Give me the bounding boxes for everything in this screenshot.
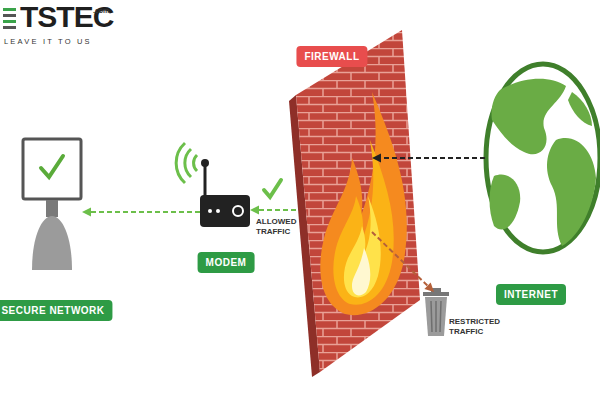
- modem-icon: [176, 143, 250, 227]
- dashed-connector: [250, 206, 296, 215]
- modem-antenna: [204, 166, 207, 196]
- node-label-pill: SECURE NETWORK: [0, 300, 113, 321]
- wifi-arc: [185, 149, 191, 177]
- logo-domain: .com: [93, 7, 109, 14]
- logo-bar: [3, 8, 16, 11]
- trash-body: [425, 297, 447, 336]
- fire-icon: [320, 92, 407, 315]
- trash-rib: [431, 301, 432, 332]
- network-node: MODEM: [200, 195, 250, 227]
- flame-inner: [344, 196, 381, 297]
- logo-mark: [3, 8, 16, 29]
- arrow-head: [82, 208, 91, 217]
- dashed-connector: [82, 208, 200, 217]
- monitor-base: [32, 216, 72, 270]
- logo-bar: [3, 26, 16, 29]
- monitor-screen: [23, 139, 81, 199]
- antenna-tip: [201, 159, 209, 167]
- network-node: FIREWALL: [296, 95, 372, 320]
- wall-face: [296, 30, 420, 372]
- network-node: INTERNET: [485, 63, 600, 253]
- modem-light: [216, 209, 220, 213]
- flame-middle: [333, 140, 393, 305]
- brick-wall: [289, 30, 420, 377]
- logo-bar: [3, 20, 16, 23]
- trash-rib: [440, 301, 441, 332]
- globe-land: [547, 138, 596, 246]
- connector-label: ALLOWED TRAFFIC: [256, 217, 298, 237]
- logo-tagline: LEAVE IT TO US: [4, 37, 92, 46]
- flame-outer: [320, 92, 407, 315]
- connector-line: [89, 211, 200, 213]
- network-node: SECURE NETWORK: [22, 135, 82, 272]
- check-mark: [41, 156, 63, 177]
- dashed-connector: [372, 232, 434, 292]
- node-label-pill: FIREWALL: [296, 46, 367, 67]
- globe-land: [490, 174, 521, 229]
- wifi-arc: [194, 155, 197, 171]
- globe-land: [568, 92, 592, 126]
- logo-bar: [3, 14, 16, 17]
- arrow-head: [424, 283, 434, 292]
- monitor-neck: [46, 200, 58, 217]
- modem-button: [233, 206, 243, 216]
- arrow-head: [250, 206, 259, 215]
- connector-line: [379, 157, 485, 159]
- wifi-arc: [176, 143, 185, 183]
- logo-wordmark: TSTEC: [20, 0, 113, 34]
- modem-body: [200, 195, 250, 227]
- connector-line: [257, 209, 296, 211]
- node-label: RESTRICTED TRAFFIC: [449, 317, 501, 337]
- network-node: RESTRICTED TRAFFIC: [425, 292, 449, 336]
- arrow-head: [372, 154, 381, 163]
- globe-icon: [486, 64, 600, 252]
- node-label-pill: MODEM: [198, 252, 255, 273]
- trash-lid: [423, 292, 449, 296]
- flame-core: [352, 248, 370, 295]
- trash-rib: [435, 301, 437, 332]
- check-mark: [264, 180, 281, 197]
- monitor-icon: [23, 139, 81, 270]
- trash-icon: [423, 288, 449, 336]
- dashed-connector: [372, 154, 485, 163]
- globe-outline: [486, 64, 600, 252]
- connector-line: [372, 232, 429, 287]
- node-label-pill: INTERNET: [496, 284, 566, 305]
- modem-light: [208, 209, 212, 213]
